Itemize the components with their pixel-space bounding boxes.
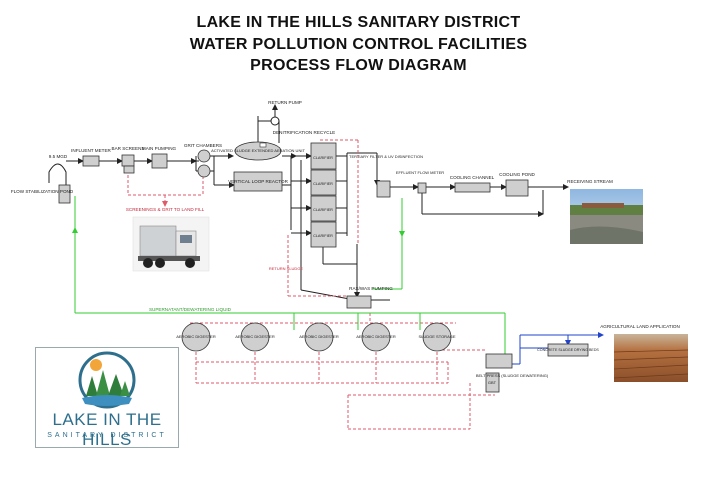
district-logo: LAKE IN THE HILLS SANITARY DISTRICT: [35, 347, 179, 449]
cooling-pond-label: COOLING POND: [499, 172, 535, 177]
vertical-loop-reactor: [233, 171, 283, 192]
agricultural-label: AGRICULTURAL LAND APPLICATION: [600, 324, 680, 329]
agricultural-field-photo: [613, 334, 689, 382]
aerobic-digester-4: [361, 322, 391, 352]
clarifier-3-label: CLARIFIER: [313, 208, 333, 212]
aerobic-digester-2-label: AEROBIC DIGESTER: [235, 334, 275, 339]
aerobic-digester-3: [304, 322, 334, 352]
influent-meter: [82, 155, 100, 167]
effluent-flow-meter: [417, 182, 427, 194]
cooling-channel-label: COOLING CHANNEL: [450, 175, 495, 180]
logo-emblem-icon: [78, 351, 136, 409]
tertiary-filter: [376, 180, 391, 198]
bar-screen: [121, 154, 135, 167]
receiving-stream-photo: [570, 189, 643, 244]
gbt-unit: [485, 372, 500, 393]
clarifier-3: [310, 195, 337, 222]
clarifier-4-label: CLARIFIER: [313, 234, 333, 238]
receiving-stream-label: RECEIVING STREAM: [567, 179, 613, 184]
diagram-title-line3: PROCESS FLOW DIAGRAM: [250, 57, 467, 74]
biosolids-lines: [512, 332, 604, 365]
flow-stabilization-pond: [58, 184, 71, 204]
diagram-title-line1: LAKE IN THE HILLS SANITARY DISTRICT: [196, 14, 521, 31]
activated-sludge-label: ACTIVATED SLUDGE EXTENDED AERATION UNIT: [211, 148, 305, 153]
sludge-storage-tank: [422, 322, 452, 352]
cooling-channel: [454, 182, 491, 193]
aerobic-digester-3-label: AEROBIC DIGESTER: [299, 334, 339, 339]
aerobic-digester-4-label: AEROBIC DIGESTER: [356, 334, 396, 339]
grit-chamber-2: [197, 164, 211, 178]
tertiary-filter-label: TERTIARY FILTER & UV DISINFECTION: [349, 154, 423, 159]
belt-press-label: BELT PRESS (SLUDGE DEWATERING): [476, 373, 549, 378]
concrete-drying-beds: [547, 343, 589, 357]
diagram-title-line2: WATER POLLUTION CONTROL FACILITIES: [189, 36, 528, 53]
screenings-label: SCREENINGS & GRIT TO LAND FILL: [126, 207, 205, 212]
bar-screens-label: BAR SCREENS: [112, 146, 145, 151]
clarifier-2: [310, 169, 337, 196]
clarifier-1: [310, 142, 337, 170]
logo-sub-text: SANITARY DISTRICT: [47, 432, 167, 439]
clarifier-4: [310, 221, 337, 248]
flow-stabilization-label: FLOW STABILIZATION POND: [11, 189, 74, 194]
cooling-pond: [505, 179, 529, 197]
effluent-meter-label: EFFLUENT FLOW METER: [396, 170, 444, 175]
belt-press: [485, 353, 513, 369]
denitrification-label: DENITRIFICATION RECYCLE: [273, 130, 335, 135]
grit-chamber-1: [197, 149, 211, 163]
return-pump-label: RETURN PUMP: [268, 100, 302, 105]
influent-meter-label: INFLUENT METER: [71, 148, 111, 153]
clarifier-1-label: CLARIFIER: [313, 156, 333, 160]
aerobic-digester-2: [240, 322, 270, 352]
vertical-loop-label: VERTICAL LOOP REACTOR: [228, 179, 289, 184]
gbt-label: GBT: [488, 380, 497, 385]
ras-was-pumping-station: [346, 295, 372, 309]
drying-beds-label: CONCRETE SLUDGE DRYING BEDS: [537, 348, 599, 352]
activated-sludge-unit: [234, 141, 282, 161]
garbage-truck-image: [132, 216, 210, 272]
logo-main-text: LAKE IN THE HILLS: [52, 410, 162, 449]
bar-screen-2: [123, 165, 135, 174]
aerobic-digester-1: [181, 322, 211, 352]
return-sludge-label: RETURN SLUDGE: [269, 266, 304, 271]
main-pumping-station: [151, 153, 168, 169]
clarifier-2-label: CLARIFIER: [313, 182, 333, 186]
grit-chambers-label: GRIT CHAMBERS: [184, 143, 222, 148]
ras-was-label: RAS/WAS PUMPING: [349, 286, 393, 291]
flow-rate-label: 9.5 MGD: [49, 154, 68, 159]
aerobic-digester-1-label: AEROBIC DIGESTER: [176, 334, 216, 339]
supernatant-lines: [72, 196, 506, 354]
sludge-storage-label: SLUDGE STORAGE: [418, 334, 455, 339]
main-pumping-label: MAIN PUMPING: [142, 146, 177, 151]
main-process-lines: [48, 104, 569, 303]
supernatant-label: SUPERNATANT/DEWATERING LIQUID: [149, 307, 232, 312]
